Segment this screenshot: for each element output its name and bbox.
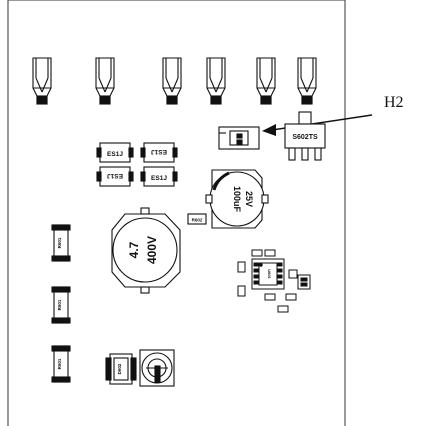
connector-5 <box>256 57 276 105</box>
connector-6 <box>297 57 317 105</box>
round-part <box>139 349 175 387</box>
h2-callout-label: H2 <box>384 94 404 111</box>
connector-2 <box>95 57 115 105</box>
resistor-r602: R602 <box>187 213 207 225</box>
connector-4 <box>206 57 226 105</box>
svg-text:ES1J: ES1J <box>151 175 167 182</box>
svg-text:ES1J: ES1J <box>107 151 123 158</box>
left-resistor-3: R601 <box>51 345 71 383</box>
svg-text:U601: U601 <box>267 269 272 279</box>
diode-3: ES1J <box>96 166 134 187</box>
svg-text:4.7: 4.7 <box>127 241 141 258</box>
left-resistor-1: R601 <box>51 224 71 262</box>
regulator: S602TS <box>284 111 326 161</box>
electrolytic-capacitor: 100uF 25V <box>205 169 269 229</box>
svg-text:ES1J: ES1J <box>151 148 167 155</box>
h2-header <box>218 126 260 150</box>
diode-group: ES1J ES1J ES1J ES1J <box>96 142 178 187</box>
diode-1: ES1J <box>96 142 134 163</box>
svg-text:100uF: 100uF <box>232 186 242 213</box>
svg-text:25V: 25V <box>244 191 254 207</box>
h2-callout: H2 <box>262 94 404 136</box>
sot-part: D602 <box>105 353 137 385</box>
connector-row <box>32 57 317 105</box>
svg-text:R601: R601 <box>57 299 62 310</box>
connector-3 <box>162 57 182 105</box>
diode-2: ES1J <box>140 142 178 163</box>
left-resistors: R601 R601 R601 <box>51 224 71 383</box>
connector-1 <box>32 57 52 105</box>
power-inductor: 4.7 400V <box>111 207 181 294</box>
svg-text:R601: R601 <box>57 237 62 248</box>
svg-text:R602: R602 <box>192 218 203 223</box>
svg-text:400V: 400V <box>145 236 159 264</box>
left-resistor-2: R601 <box>51 286 71 324</box>
svg-text:D602: D602 <box>117 363 122 374</box>
ic-cluster: U601 <box>237 249 311 313</box>
svg-text:R601: R601 <box>57 358 62 369</box>
diode-4: ES1J <box>140 166 178 187</box>
svg-text:ES1J: ES1J <box>107 172 123 179</box>
svg-text:S602TS: S602TS <box>292 134 318 141</box>
